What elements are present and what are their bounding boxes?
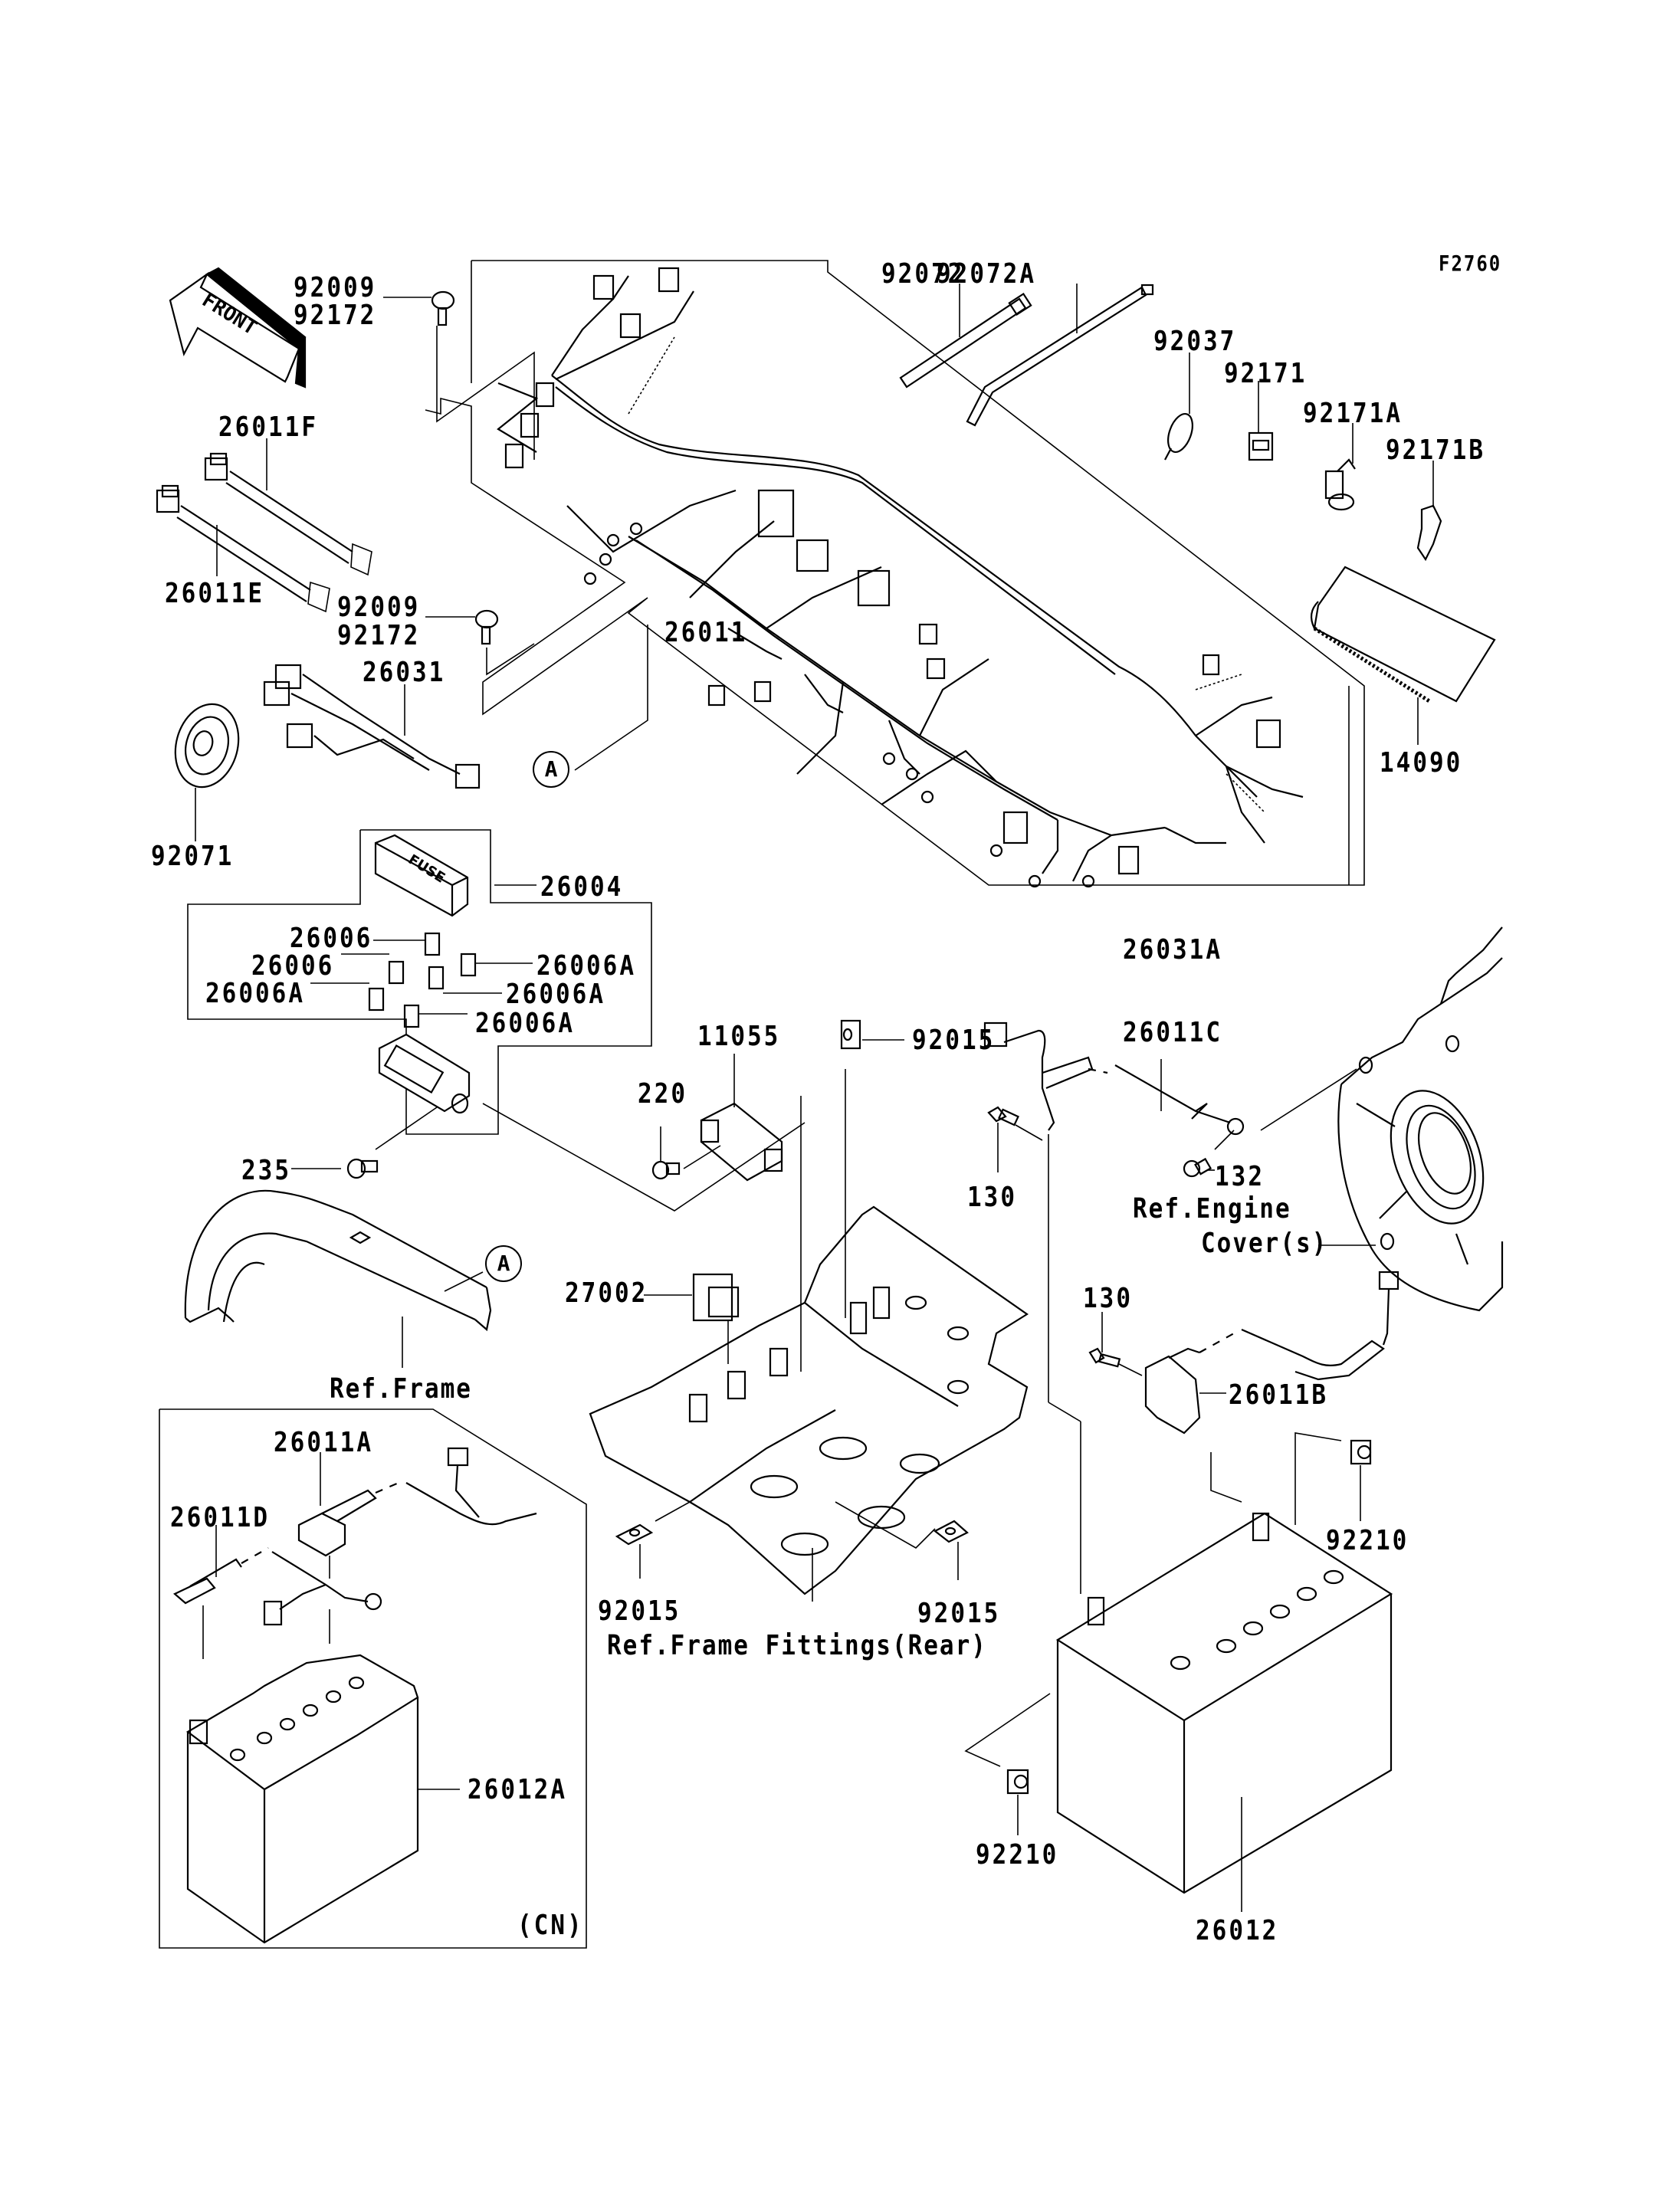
cn-box-boundary [159,1408,587,1949]
bolt-235-icon [346,1158,379,1179]
label-26006-2: 26006 [251,949,335,982]
bracket-11055-icon [700,1102,783,1182]
fuse-icons [368,932,477,1028]
label-235: 235 [241,1154,291,1186]
label-92072: 92072 [881,257,965,290]
label-ref-engine-cover: Cover(s) [1201,1227,1328,1259]
label-14090: 14090 [1380,746,1463,779]
label-92072A: 92072A [937,257,1036,290]
screw-92009-top-icon [431,290,455,326]
label-26006A-3: 26006A [506,978,605,1010]
nut-92015-top-icon [840,1019,861,1050]
label-ref-frame: Ref.Frame [330,1372,472,1405]
battery-26012A-icon [186,1654,419,1944]
label-26006-1: 26006 [290,922,373,954]
label-92210-bottom: 92210 [976,1838,1059,1871]
nut-92210-bottom-icon [1006,1769,1029,1795]
label-26031: 26031 [363,656,446,688]
engine-cover-icon [1337,926,1504,1312]
label-92172-mid: 92172 [337,619,421,651]
screw-92009-mid-icon [474,609,499,645]
nut-92210-right-icon [1350,1439,1372,1465]
grommet-92071-icon [174,703,240,789]
cable-tie-92072A-icon [966,284,1154,427]
harness-26031-icon [263,664,481,789]
label-92015-top: 92015 [912,1024,996,1056]
bolt-132-icon [1183,1157,1212,1178]
fuse-box-boundary [187,829,652,1135]
lead-26011F-icon [204,452,372,576]
label-26011: 26011 [664,616,748,648]
bolt-leader [436,326,535,460]
label-26011E: 26011E [165,577,264,609]
label-92071: 92071 [151,840,235,872]
label-92210-right: 92210 [1326,1524,1409,1556]
battery-26012-icon [1055,1512,1393,1894]
reference-marker-a-frame: A [485,1245,522,1282]
label-26031A: 26031A [1123,933,1222,966]
cable-tie-92072-icon [899,292,1032,389]
terminal-cover-26011B-icon [1144,1271,1399,1435]
reference-marker-a-harness: A [533,751,569,788]
clamp-92037-icon [1164,413,1193,461]
label-92171B: 92171B [1386,434,1485,466]
label-130-top: 130 [967,1181,1017,1213]
cable-26011C-icon [983,1021,1245,1136]
bolt-130-mid-icon [1088,1347,1121,1368]
label-130-mid: 130 [1083,1282,1133,1314]
label-92015-left: 92015 [598,1595,681,1627]
cover-14090-icon [1310,566,1496,703]
label-26011D: 26011D [170,1501,270,1533]
label-92037: 92037 [1153,325,1237,357]
label-92172-top: 92172 [294,299,377,331]
label-26011A: 26011A [274,1426,373,1458]
label-26011F: 26011F [218,411,318,443]
fuse-box-base-icon [378,1033,471,1114]
label-26004: 26004 [540,871,624,903]
label-92171A: 92171A [1303,397,1403,429]
label-220: 220 [638,1077,687,1110]
label-11055: 11055 [697,1020,781,1052]
label-cn-region: (CN) [517,1909,584,1941]
label-26006A-1: 26006A [205,977,305,1009]
fuse-cover-26004-icon: FUSE [374,834,469,917]
label-92015-right: 92015 [917,1597,1001,1629]
screw-220-icon [651,1160,681,1180]
label-132: 132 [1215,1160,1265,1192]
label-92009-mid: 92009 [337,591,421,623]
label-26006A-2: 26006A [536,949,636,982]
clip-92171B-icon [1416,504,1442,562]
front-arrow-icon: FRONT [169,267,307,389]
cable-26011A-icon [297,1447,537,1557]
clip-92171A-icon [1324,458,1356,511]
label-92171: 92171 [1224,357,1308,389]
label-26006A-4: 26006A [475,1007,575,1039]
relay-27002-icon [692,1273,740,1322]
label-26011C: 26011C [1123,1016,1222,1048]
label-ref-engine: Ref.Engine [1133,1192,1291,1225]
wiring-harness-26031A [497,267,1304,888]
label-26012A: 26012A [468,1773,567,1805]
nut-92015-right-icon [933,1520,969,1543]
clip-92171-icon [1248,431,1274,461]
bolt-130-top-icon [987,1106,1019,1126]
cable-26011D-icon [172,1547,382,1626]
lead-26011E-icon [156,484,330,613]
figure-id: F2760 [1439,251,1502,276]
label-26012: 26012 [1196,1914,1279,1946]
label-27002: 27002 [565,1277,648,1309]
label-92009-top: 92009 [294,271,377,303]
label-ref-frame-fittings: Ref.Frame Fittings(Rear) [607,1629,987,1661]
frame-ref-icon [184,1189,492,1332]
label-26011B: 26011B [1229,1379,1328,1411]
harness-boundary [425,260,1365,886]
nut-92015-left-icon [615,1523,654,1546]
